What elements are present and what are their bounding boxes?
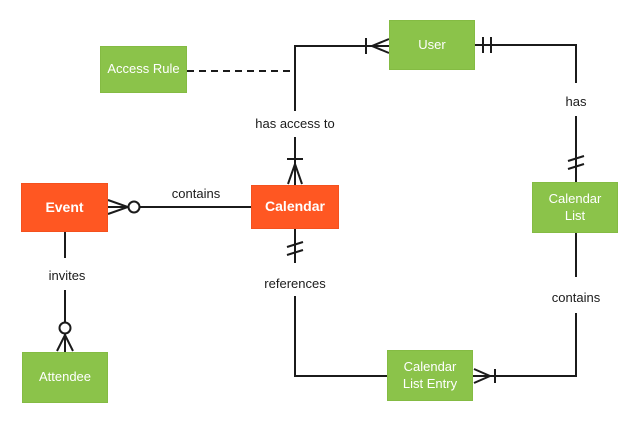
connector-event-calendar (107, 199, 251, 215)
relationship-label-has-access-to: has access to (255, 116, 335, 131)
connector-calendar-user (287, 38, 390, 185)
connector-line (473, 313, 577, 377)
entity-access-rule[interactable]: Access Rule (100, 46, 187, 93)
connector-event-attendee (56, 232, 74, 352)
crows-foot-icon (56, 332, 74, 352)
entity-attendee-label: Attendee (38, 369, 92, 385)
entity-event-label: Event (45, 198, 84, 215)
entity-attendee[interactable]: Attendee (22, 352, 108, 403)
relationship-label-invites: invites (48, 268, 86, 283)
relationship-label-contains-event-calendar: contains (171, 186, 221, 201)
entity-calendar-label: Calendar (265, 198, 325, 215)
zero-circle-icon (58, 321, 72, 335)
connector-user-calendar-list (475, 37, 585, 182)
zero-circle-icon (127, 200, 141, 214)
crows-foot-icon (473, 368, 493, 384)
one-tick-icon (286, 241, 304, 248)
connector-line (294, 45, 389, 111)
one-tick-icon (286, 249, 304, 256)
entity-calendar-list-label: Calendar List (548, 191, 602, 223)
one-tick-icon (567, 155, 585, 162)
entity-user[interactable]: User (389, 20, 475, 70)
one-tick-icon (567, 163, 585, 170)
relationship-label-has: has (565, 94, 587, 109)
relationship-label-contains-calendar-list: contains (551, 290, 601, 305)
crows-foot-icon (369, 38, 390, 54)
relationship-label-references: references (264, 276, 326, 291)
entity-calendar-list-entry-label: Calendar List Entry (402, 359, 458, 391)
entity-calendar-list-entry[interactable]: Calendar List Entry (387, 350, 473, 401)
connector-line (475, 44, 577, 83)
entity-calendar[interactable]: Calendar (251, 185, 339, 229)
connector-calendar-list-calendar-list-entry (473, 233, 577, 384)
connector-calendar-calendar-list-entry (286, 229, 387, 377)
entity-calendar-list[interactable]: Calendar List (532, 182, 618, 233)
entity-user-label: User (418, 36, 446, 52)
connector-line (294, 296, 387, 377)
entity-event[interactable]: Event (21, 183, 108, 232)
crows-foot-icon (287, 160, 303, 185)
entity-access-rule-label: Access Rule (107, 61, 180, 77)
